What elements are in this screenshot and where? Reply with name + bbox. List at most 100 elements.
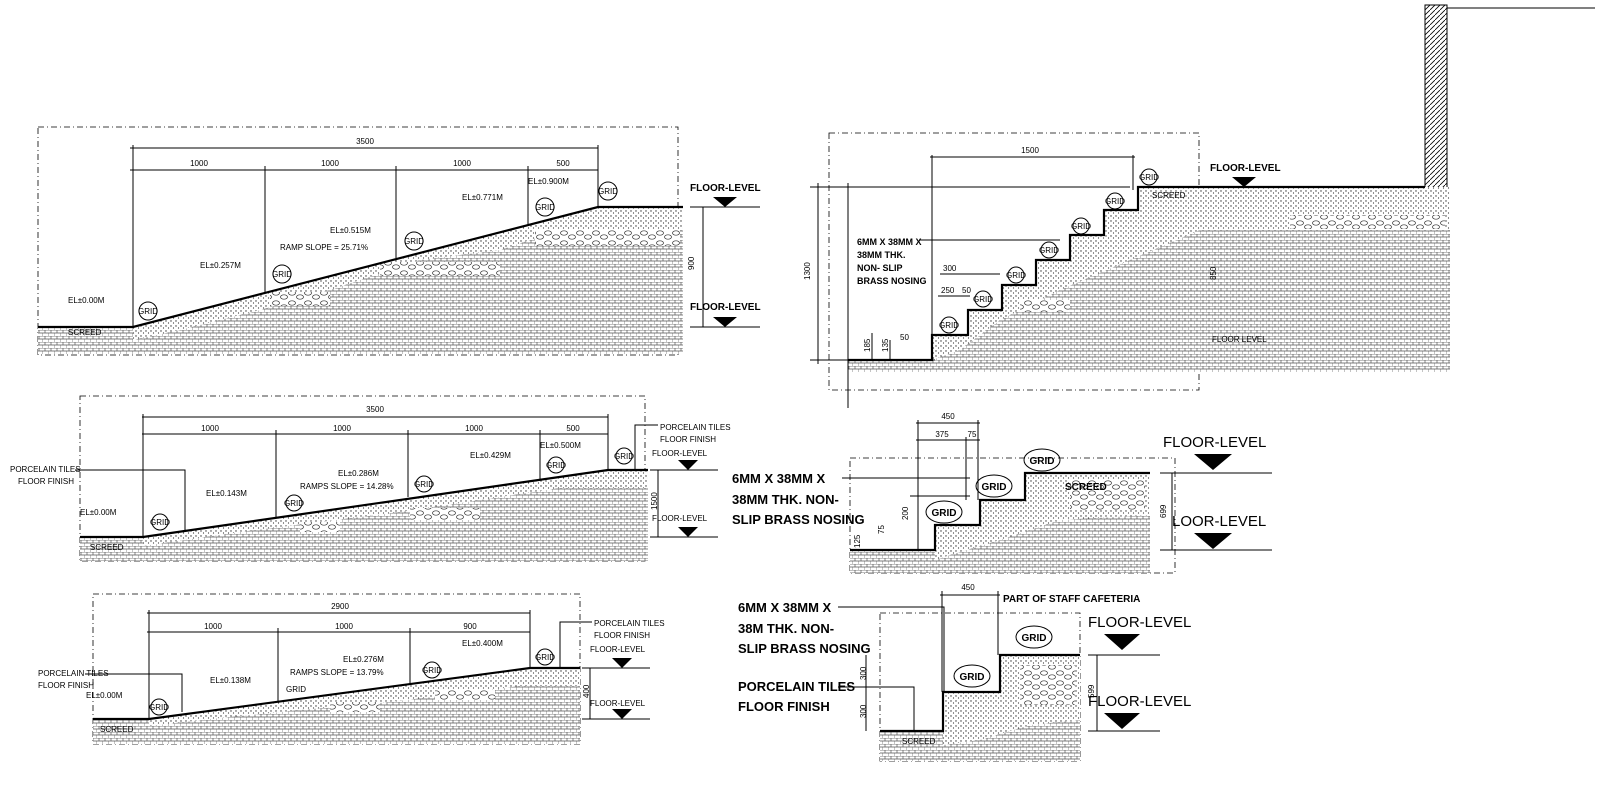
s4-screed: SCREED [1152,191,1186,200]
s4-d50b: 50 [900,333,909,342]
s4-floor-bot: FLOOR LEVEL [1212,335,1267,344]
s4-wall [1424,4,1448,191]
svg-text:GRID: GRID [286,685,306,694]
s4-fill [932,187,1450,360]
step-section-6: 450 PART OF STAFF CAFETERIA 300 300 599 … [738,583,1191,762]
svg-text:GRID: GRID [939,321,959,330]
s6-grid-markers: GRID GRID [953,625,1053,688]
s2-grid-markers: GRID GRID GRID GRID GRID [150,447,634,531]
s5-d375: 375 [935,430,949,439]
svg-text:GRID: GRID [138,307,158,316]
svg-text:GRID: GRID [1006,271,1026,280]
section-3-ramp-surface [93,666,580,721]
s2-floor-top: FLOOR-LEVEL [652,449,708,458]
svg-text:GRID: GRID [932,508,957,519]
s1-seg-3: 1000 [453,159,471,168]
s3-slope: RAMPS SLOPE = 13.79% [290,668,384,677]
svg-text:GRID: GRID [614,452,634,461]
s2-tiles-left-2: FLOOR FINISH [18,477,74,486]
s3-tiles-left-2: FLOOR FINISH [38,681,94,690]
s6-tiles-1: PORCELAIN TILES [738,679,855,694]
s6-nosing-3: SLIP BRASS NOSING [738,641,871,656]
s3-el-1: EL±0.00M [86,691,123,700]
s3-tiles-right-2: FLOOR FINISH [594,631,650,640]
s4-run-dim: 1500 [1021,146,1039,155]
ramp-section-3: 2900 1000 1000 900 EL±0.00M EL±0.138M EL… [38,593,665,745]
s2-tiles-left-1: PORCELAIN TILES [10,465,81,474]
s4-d50a: 50 [962,286,971,295]
s4-substrate [848,187,1450,372]
svg-text:GRID: GRID [149,703,169,712]
s6-floor-bot: FLOOR-LEVEL [1088,693,1191,710]
s3-height-dim: 400 [582,684,591,698]
s4-d250: 250 [941,286,955,295]
s4-d135: 135 [881,338,890,352]
s2-total-dim: 3500 [366,405,384,414]
svg-text:GRID: GRID [1022,633,1047,644]
section-1-ramp-surface [38,205,683,329]
s1-seg-1: 1000 [190,159,208,168]
s3-floor-top: FLOOR-LEVEL [590,645,646,654]
s1-el-5: EL±0.900M [528,177,569,186]
s1-el-3: EL±0.515M [330,226,371,235]
section-2-ramp-surface [80,468,648,539]
s3-el-3: EL±0.276M [343,655,384,664]
svg-text:GRID: GRID [404,237,424,246]
s4-d185: 185 [863,338,872,352]
s5-nosing-3: SLIP BRASS NOSING [732,512,865,527]
s5-floor-bot: LOOR-LEVEL [1172,513,1266,530]
s2-el-3: EL±0.286M [338,469,379,478]
s5-grid-markers: GRID GRID GRID [925,448,1061,524]
s1-floor-bot: FLOOR-LEVEL [690,302,761,313]
svg-text:GRID: GRID [598,187,618,196]
s5-nosing-1: 6MM X 38MM X [732,471,826,486]
s1-seg-4: 500 [556,159,570,168]
s5-nosing-2: 38MM THK. NON- [732,492,839,507]
s2-screed: SCREED [90,543,124,552]
svg-text:GRID: GRID [1071,222,1091,231]
s2-slope: RAMPS SLOPE = 14.28% [300,482,394,491]
s1-grid-markers: GRID GRID GRID GRID GRID [138,181,618,321]
s2-seg-1: 1000 [201,424,219,433]
s5-d75: 75 [968,430,977,439]
svg-text:GRID: GRID [960,672,985,683]
svg-text:GRID: GRID [535,653,555,662]
s1-seg-2: 1000 [321,159,339,168]
s1-el-1: EL±0.00M [68,296,105,305]
svg-text:GRID: GRID [414,480,434,489]
s2-tiles-right-2: FLOOR FINISH [660,435,716,444]
s5-d75b: 75 [877,525,886,534]
s3-seg-2: 1000 [335,622,353,631]
step-section-5: 450 375 75 200 75 125 699 FLOOR-LEVEL LO… [732,412,1272,574]
s4-nosing-4: BRASS NOSING [857,276,927,286]
svg-text:GRID: GRID [1039,246,1059,255]
s1-el-2: EL±0.257M [200,261,241,270]
section-1-stone-3 [535,230,680,246]
s1-el-4: EL±0.771M [462,193,503,202]
s2-el-4: EL±0.429M [470,451,511,460]
s3-el-2: EL±0.138M [210,676,251,685]
s4-height-dim: 1300 [803,262,812,280]
s2-floor-bot: FLOOR-LEVEL [652,514,708,523]
s6-d450: 450 [961,583,975,592]
s4-stair-profile [848,185,1425,362]
s2-el-1: EL±0.00M [80,508,117,517]
s2-seg-4: 500 [566,424,580,433]
s3-el-4: EL±0.400M [462,639,503,648]
s6-floor-top: FLOOR-LEVEL [1088,614,1191,631]
section-1-fill [133,207,683,340]
s6-screed: SCREED [902,737,936,746]
s6-tiles-2: FLOOR FINISH [738,699,830,714]
s1-floor-top: FLOOR-LEVEL [690,183,761,194]
s4-grid-markers: GRID GRID GRID GRID GRID GRID GRID [939,168,1159,334]
s6-d300b: 300 [859,704,868,718]
s3-tiles-left-1: PORCELAIN TILES [38,669,109,678]
svg-text:GRID: GRID [982,482,1007,493]
s6-nosing-2: 38M THK. NON- [738,621,834,636]
s2-tiles-right-1: PORCELAIN TILES [660,423,731,432]
s1-total-dim: 3500 [356,137,374,146]
s3-grid-markers: GRID GRID GRID GRID [149,648,555,716]
s5-floor-top: FLOOR-LEVEL [1163,434,1266,451]
s6-title: PART OF STAFF CAFETERIA [1003,594,1140,605]
